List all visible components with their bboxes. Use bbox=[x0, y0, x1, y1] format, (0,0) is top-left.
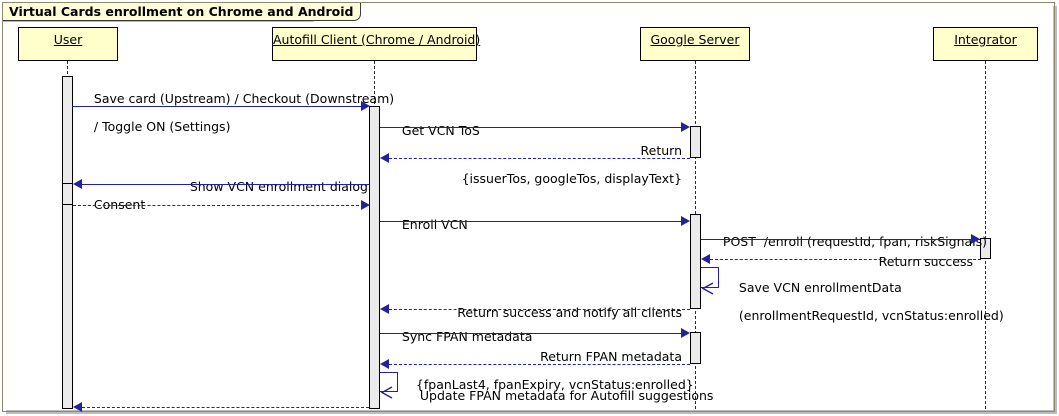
message-5-label: Consent bbox=[78, 184, 145, 226]
activation-user-main bbox=[62, 76, 73, 409]
diagram-title: Virtual Cards enrollment on Chrome and A… bbox=[3, 3, 362, 21]
activation-server-sync bbox=[690, 332, 701, 364]
message-1-line-2: / Toggle ON (Settings) bbox=[93, 119, 231, 134]
message-12-arrowhead bbox=[380, 359, 389, 369]
participant-google-server-label: Google Server bbox=[650, 32, 740, 47]
message-5-line-1: Consent bbox=[93, 197, 146, 212]
message-5-line bbox=[73, 205, 364, 206]
activation-client-main bbox=[369, 106, 380, 409]
message-3-arrowhead bbox=[380, 153, 389, 163]
message-4-line-1: Show VCN enrollment dialog bbox=[189, 179, 368, 194]
message-8-arrowhead bbox=[701, 254, 710, 264]
frame-shadow-bottom bbox=[6, 410, 1057, 414]
activation-server-enroll bbox=[690, 214, 701, 309]
message-6-arrowhead bbox=[681, 216, 690, 226]
message-9-line-2: (enrollmentRequestId, vcnStatus:enrolled… bbox=[738, 308, 1004, 323]
message-10-arrowhead bbox=[380, 304, 389, 314]
message-14-line bbox=[82, 407, 369, 408]
message-2-line bbox=[380, 127, 682, 128]
message-13-label: Update FPAN metadata for Autofill sugges… bbox=[404, 375, 714, 416]
message-6-line bbox=[380, 221, 682, 222]
message-7-label: POST /enroll (requestId, fpan, riskSigna… bbox=[707, 221, 987, 263]
message-6-label: Enroll VCN bbox=[386, 204, 468, 246]
message-3-line-1: Return bbox=[640, 143, 682, 158]
message-4-line bbox=[82, 184, 369, 185]
participant-google-server[interactable]: Google Server bbox=[640, 27, 750, 61]
message-1-label: Save card (Upstream) / Checkout (Downstr… bbox=[78, 78, 394, 148]
participant-autofill-client[interactable]: Autofill Client (Chrome / Android) bbox=[272, 27, 481, 61]
message-9-arrowhead bbox=[701, 282, 714, 295]
message-8-line-1: Return success bbox=[878, 254, 973, 269]
message-7-line-1: POST /enroll (requestId, fpan, riskSigna… bbox=[722, 234, 988, 249]
participant-user[interactable]: User bbox=[18, 27, 118, 61]
message-1-line bbox=[72, 106, 364, 107]
message-10-line bbox=[389, 309, 690, 310]
message-12-label: Return FPAN metadata {fpanLast4, fpanExp… bbox=[400, 336, 694, 406]
message-9-label: Save VCN enrollmentData (enrollmentReque… bbox=[723, 267, 1004, 337]
message-13-line-1: Update FPAN metadata for Autofill sugges… bbox=[419, 388, 714, 403]
message-11-line bbox=[380, 333, 682, 334]
message-13-self-box bbox=[380, 372, 398, 392]
message-1-arrowhead bbox=[361, 101, 370, 111]
message-3-line bbox=[389, 158, 690, 159]
activation-integrator-enroll bbox=[980, 238, 991, 259]
message-4-arrowhead bbox=[73, 179, 82, 189]
message-2-arrowhead bbox=[681, 122, 690, 132]
participant-integrator-label: Integrator bbox=[954, 32, 1017, 47]
message-14-arrowhead bbox=[73, 402, 82, 412]
message-8-label: Return success bbox=[760, 241, 973, 283]
message-3-line-2: {issuerTos, googleTos, displayText} bbox=[461, 171, 682, 186]
message-1-line-1: Save card (Upstream) / Checkout (Downstr… bbox=[93, 91, 395, 106]
message-8-line bbox=[710, 259, 981, 260]
activation-server-tos bbox=[690, 126, 701, 158]
message-7-line bbox=[701, 239, 973, 240]
lifeline-integrator bbox=[985, 61, 986, 409]
message-3-label: Return {issuerTos, googleTos, displayTex… bbox=[420, 130, 682, 200]
participant-autofill-client-label: Autofill Client (Chrome / Android) bbox=[273, 32, 481, 47]
diagram-frame bbox=[2, 2, 1055, 412]
message-13-arrowhead bbox=[380, 386, 393, 399]
activation-user-consent bbox=[62, 183, 73, 205]
message-12-line-1: Return FPAN metadata bbox=[540, 349, 682, 364]
message-11-arrowhead bbox=[681, 328, 690, 338]
participant-integrator[interactable]: Integrator bbox=[933, 27, 1038, 61]
participant-user-label: User bbox=[53, 32, 83, 47]
message-6-line-1: Enroll VCN bbox=[401, 217, 468, 232]
message-4-label: Show VCN enrollment dialog bbox=[110, 166, 368, 208]
message-9-line-1: Save VCN enrollmentData bbox=[738, 280, 902, 295]
message-7-arrowhead bbox=[971, 234, 980, 244]
message-12-line bbox=[389, 364, 690, 365]
message-5-arrowhead bbox=[361, 200, 370, 210]
message-12-line-2: {fpanLast4, fpanExpiry, vcnStatus:enroll… bbox=[415, 377, 694, 392]
frame-shadow-right bbox=[1053, 6, 1057, 414]
message-9-self-box bbox=[701, 267, 719, 288]
